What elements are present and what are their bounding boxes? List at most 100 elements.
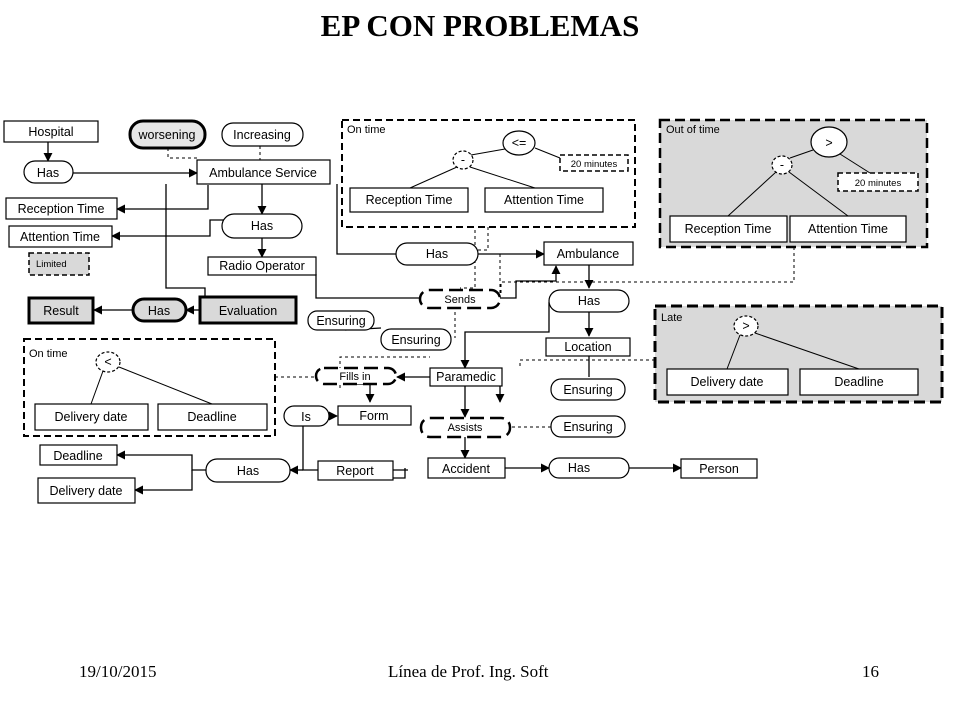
svg-text:Assists: Assists xyxy=(448,422,483,434)
svg-text:Has: Has xyxy=(251,219,273,233)
node-ambulance: Ambulance xyxy=(543,241,634,266)
node-reception-time-left: Reception Time xyxy=(5,197,118,220)
node-delivery-date-left: Delivery date xyxy=(37,477,136,504)
reception-time-box xyxy=(669,215,788,243)
node-paramedic: Paramedic xyxy=(429,367,503,387)
svg-text:Ambulance Service: Ambulance Service xyxy=(209,166,317,180)
node-has-location: Has xyxy=(548,289,630,313)
limit-label: 20 minutes xyxy=(855,178,902,189)
svg-text:Has: Has xyxy=(148,304,170,318)
svg-text:Result: Result xyxy=(43,304,79,318)
node-form: Form xyxy=(337,405,412,426)
node-limited: Limited xyxy=(28,252,90,276)
limit-box xyxy=(559,154,629,172)
svg-text:Reception Time: Reception Time xyxy=(18,202,105,216)
node-fills-in: Fills in xyxy=(314,366,398,386)
operator-node xyxy=(810,126,848,158)
node-sends: Sends xyxy=(418,288,502,310)
svg-text:Hospital: Hospital xyxy=(28,125,73,139)
node-has-report: Has xyxy=(205,458,291,483)
svg-text:worsening: worsening xyxy=(138,128,196,142)
group-label: Late xyxy=(661,312,682,324)
svg-text:Attention Time: Attention Time xyxy=(20,230,100,244)
node-assists: Assists xyxy=(419,416,512,439)
svg-text:Ambulance: Ambulance xyxy=(557,247,620,261)
solid-edges xyxy=(43,142,682,495)
deadline-box xyxy=(157,403,268,431)
deadline-box xyxy=(799,368,919,396)
attention-time-label: Attention Time xyxy=(808,222,888,236)
deadline-label: Deadline xyxy=(834,375,883,389)
group-on-time-left: On time < Delivery date Deadline xyxy=(23,338,276,437)
limit-box xyxy=(837,172,919,192)
operator-label: <= xyxy=(512,136,527,150)
node-has-service: Has xyxy=(221,213,303,239)
svg-text:Has: Has xyxy=(426,247,448,261)
limit-label: 20 minutes xyxy=(571,159,618,170)
operator-label: > xyxy=(742,319,749,333)
node-person: Person xyxy=(680,458,758,479)
svg-text:Has: Has xyxy=(578,294,600,308)
operator-label: < xyxy=(104,355,111,369)
node-ensuring-sends: Ensuring xyxy=(380,328,452,351)
node-evaluation: Evaluation xyxy=(198,295,298,325)
node-has-person: Has xyxy=(548,457,630,479)
attention-time-box xyxy=(789,215,907,243)
operator-node xyxy=(502,130,536,156)
svg-text:Paramedic: Paramedic xyxy=(436,370,496,384)
svg-text:Delivery date: Delivery date xyxy=(50,484,123,498)
node-ensuring-location: Ensuring xyxy=(550,378,626,401)
node-attention-time-left: Attention Time xyxy=(8,225,113,248)
attention-time-label: Attention Time xyxy=(504,193,584,207)
node-report: Report xyxy=(317,460,394,481)
node-has-evaluation: Has xyxy=(131,297,188,323)
svg-text:Ensuring: Ensuring xyxy=(391,333,440,347)
group-label: Out of time xyxy=(666,124,720,136)
node-has-hospital: Has xyxy=(23,160,74,184)
group-on-time-top: On time <= - 20 minutes Reception Time A… xyxy=(341,119,636,228)
svg-text:Has: Has xyxy=(568,461,590,475)
svg-text:Report: Report xyxy=(336,464,374,478)
svg-text:Location: Location xyxy=(564,340,611,354)
minus-node xyxy=(771,155,793,175)
svg-text:Increasing: Increasing xyxy=(233,128,291,142)
svg-text:Accident: Accident xyxy=(442,462,490,476)
operator-node xyxy=(733,315,759,337)
reception-time-label: Reception Time xyxy=(685,222,772,236)
node-radio-operator: Radio Operator xyxy=(207,256,317,276)
operator-node xyxy=(95,351,121,373)
svg-text:Evaluation: Evaluation xyxy=(219,304,277,318)
node-result: Result xyxy=(27,296,95,325)
svg-text:Is: Is xyxy=(301,410,311,424)
page-number: 16 xyxy=(862,662,879,681)
delivery-date-box xyxy=(34,403,149,431)
node-increasing: Increasing xyxy=(221,122,304,147)
node-deadline-left: Deadline xyxy=(39,444,118,466)
delivery-date-label: Delivery date xyxy=(55,410,128,424)
node-is: Is xyxy=(283,405,330,427)
minus-label: - xyxy=(461,153,465,167)
node-has-ambulance: Has xyxy=(395,242,479,266)
svg-text:Person: Person xyxy=(699,462,739,476)
attention-time-box xyxy=(484,187,604,213)
group-late: Late > Delivery date Deadline xyxy=(653,304,944,404)
reception-time-box xyxy=(349,187,469,213)
svg-text:Radio Operator: Radio Operator xyxy=(219,259,304,273)
node-location: Location xyxy=(545,337,631,357)
footer-date: 19/10/2015 xyxy=(79,662,157,681)
svg-text:Fills in: Fills in xyxy=(339,371,370,383)
reception-time-label: Reception Time xyxy=(366,193,453,207)
svg-text:Has: Has xyxy=(37,166,59,180)
svg-text:Deadline: Deadline xyxy=(53,449,102,463)
node-ensuring-assists: Ensuring xyxy=(550,415,626,438)
svg-text:Ensuring: Ensuring xyxy=(563,383,612,397)
svg-text:Ensuring: Ensuring xyxy=(316,314,365,328)
svg-text:Has: Has xyxy=(237,464,259,478)
group-label: On time xyxy=(29,348,68,360)
node-accident: Accident xyxy=(427,457,506,479)
group-label: On time xyxy=(347,124,386,136)
node-worsening: worsening xyxy=(128,119,207,150)
minus-label: - xyxy=(780,158,784,172)
minus-node xyxy=(452,150,474,170)
